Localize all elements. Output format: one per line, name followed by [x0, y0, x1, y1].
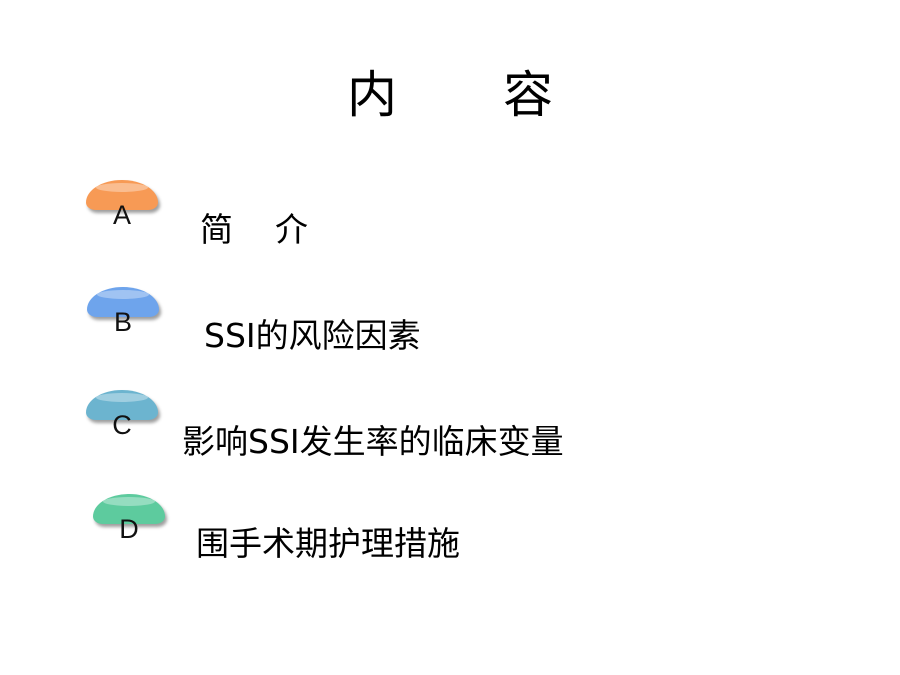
badge-letter-c: C: [112, 410, 132, 440]
item-label-a: 简 介: [200, 210, 308, 249]
item-label-d: 围手术期护理措施: [196, 524, 460, 563]
badge-a: A: [84, 180, 162, 240]
badge-cap-d: [93, 494, 165, 524]
list-item-b: B SSI的风险因素: [0, 0, 900, 355]
badge-d: D: [91, 494, 169, 554]
badge-c: C: [84, 390, 162, 450]
badge-cap-b: [87, 287, 159, 317]
badge-letter-b: B: [113, 307, 132, 337]
item-label-c: 影响SSI发生率的临床变量: [182, 422, 564, 461]
badge-cap-a: [86, 180, 158, 210]
slide-title: 内 容: [347, 66, 598, 124]
list-item-c: C 影响SSI发生率的临床变量: [0, 0, 900, 461]
badge-cap-c: [86, 390, 158, 420]
list-item-a: A 简 介: [0, 0, 900, 249]
item-label-b: SSI的风险因素: [204, 316, 421, 355]
badge-b: B: [85, 287, 163, 347]
badge-letter-d: D: [119, 514, 139, 544]
list-item-d: D 围手术期护理措施: [0, 0, 900, 563]
badge-letter-a: A: [112, 200, 131, 230]
